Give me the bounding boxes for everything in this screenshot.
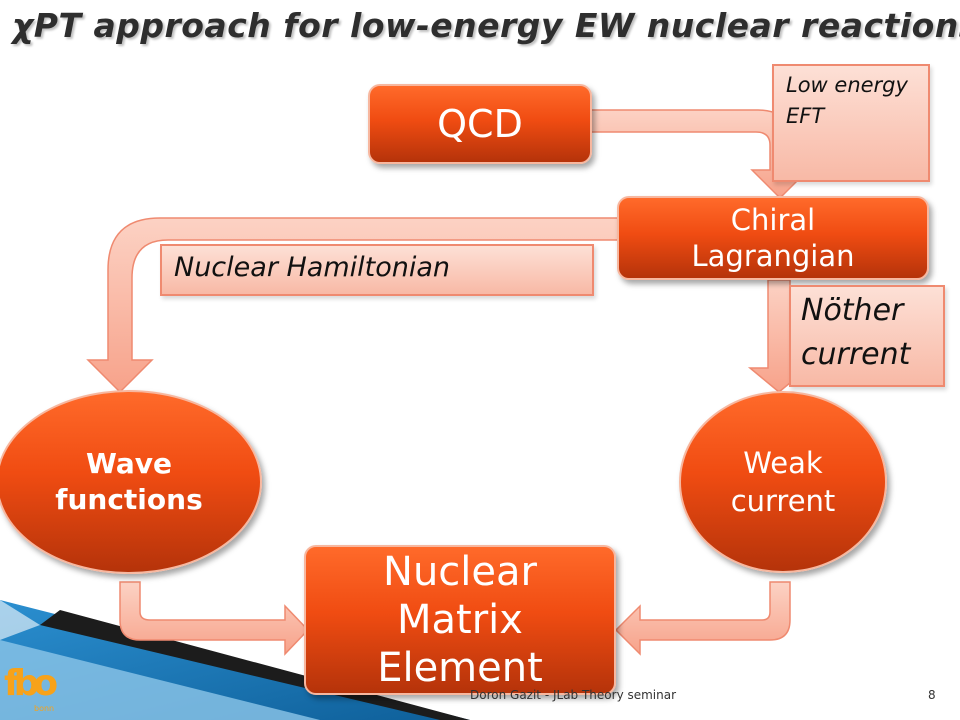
slide-title: χPT approach for low-energy EW nuclear r… bbox=[12, 6, 960, 45]
logo-mark: fbo bbox=[4, 663, 58, 704]
low-energy-eft-label: Low energy EFT bbox=[786, 73, 908, 128]
wave-functions-node: Wave functions bbox=[0, 390, 262, 574]
low-energy-eft-note: Low energy EFT bbox=[772, 64, 930, 182]
page-number: 8 bbox=[928, 688, 936, 702]
logo-sub: bonn bbox=[34, 704, 55, 713]
arrow-wavefunctions-to-nme bbox=[119, 581, 310, 656]
qcd-label: QCD bbox=[437, 102, 523, 146]
qcd-node: QCD bbox=[368, 84, 592, 164]
chiral-lagrangian-label: Chiral Lagrangian bbox=[691, 203, 855, 273]
chiral-lagrangian-node: Chiral Lagrangian bbox=[617, 196, 929, 280]
wave-functions-label: Wave functions bbox=[55, 447, 203, 516]
footer-text: Doron Gazit - JLab Theory seminar bbox=[470, 688, 677, 702]
nother-current-label: Nöther current bbox=[801, 293, 911, 372]
arrow-weakcurrent-to-nme bbox=[614, 581, 791, 656]
nother-current-note: Nöther current bbox=[789, 285, 945, 387]
weak-current-node: Weak current bbox=[679, 391, 887, 573]
nuclear-matrix-element-label: Nuclear Matrix Element bbox=[377, 549, 543, 691]
logo: fbo bonn bbox=[4, 662, 60, 718]
nuclear-hamiltonian-label: Nuclear Hamiltonian bbox=[174, 252, 451, 283]
nuclear-matrix-element-node: Nuclear Matrix Element bbox=[304, 545, 616, 695]
nuclear-hamiltonian-note: Nuclear Hamiltonian bbox=[160, 244, 594, 296]
weak-current-label: Weak current bbox=[730, 446, 836, 518]
